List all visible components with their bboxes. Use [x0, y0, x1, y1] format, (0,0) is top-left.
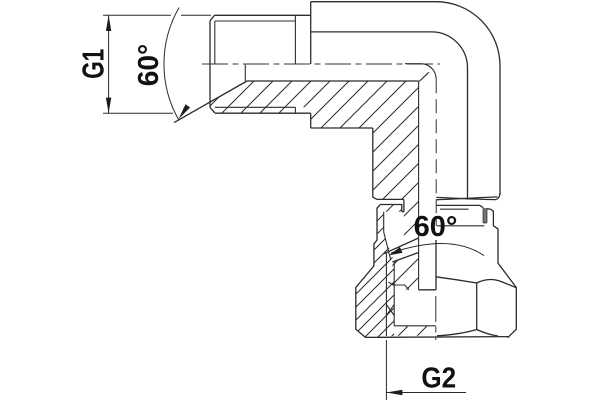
- svg-text:60°: 60°: [133, 44, 165, 87]
- svg-text:G1: G1: [75, 49, 110, 79]
- svg-text:G2: G2: [421, 361, 456, 394]
- svg-text:60°: 60°: [414, 211, 458, 243]
